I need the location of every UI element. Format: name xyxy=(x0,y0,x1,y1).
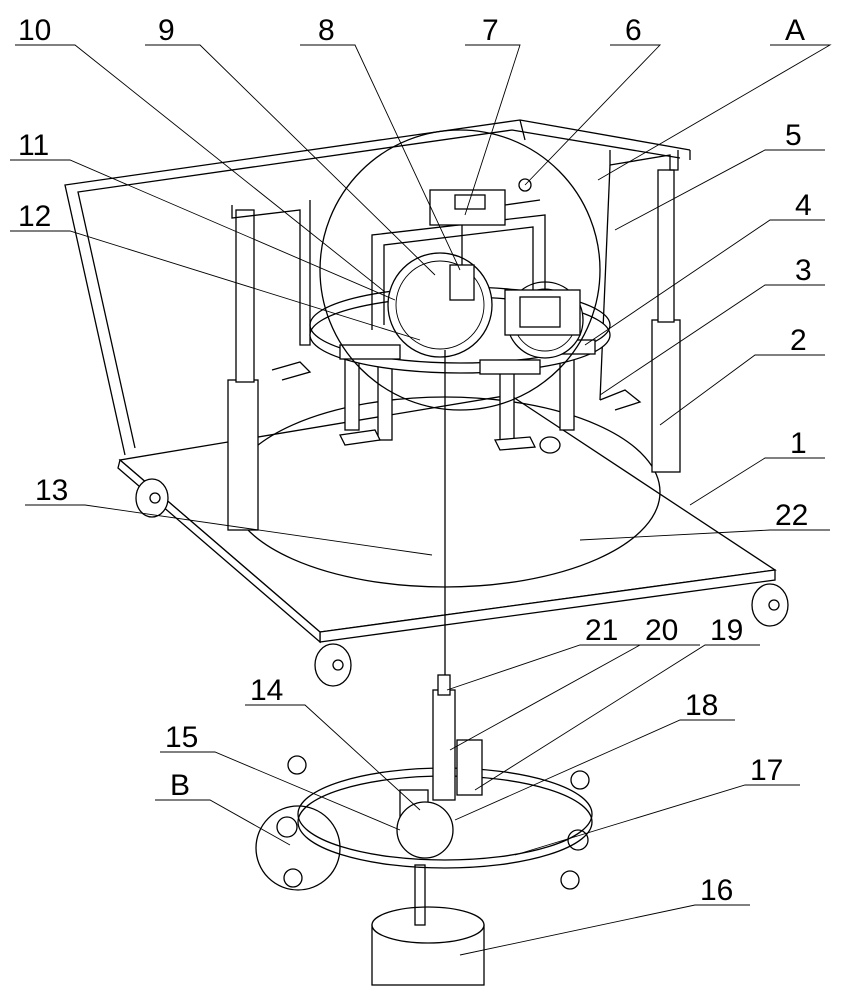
lower-assembly xyxy=(255,674,593,986)
label-2: 2 xyxy=(659,324,825,426)
label-19: 19 xyxy=(474,614,760,791)
back-frame xyxy=(64,119,691,456)
svg-text:7: 7 xyxy=(482,14,499,47)
label-14: 14 xyxy=(245,674,421,811)
label-3: 3 xyxy=(599,254,825,396)
label-17: 17 xyxy=(514,754,800,856)
svg-text:6: 6 xyxy=(625,14,642,47)
label-6: 6 xyxy=(524,14,662,186)
svg-text:14: 14 xyxy=(250,674,283,707)
svg-text:B: B xyxy=(170,769,190,802)
svg-text:12: 12 xyxy=(18,200,51,233)
svg-text:2: 2 xyxy=(790,324,807,357)
svg-text:5: 5 xyxy=(785,119,802,152)
svg-text:17: 17 xyxy=(750,754,783,787)
detail-circle-B xyxy=(255,805,341,891)
label-22: 22 xyxy=(579,499,830,541)
svg-text:21: 21 xyxy=(585,614,618,647)
svg-text:9: 9 xyxy=(158,14,175,47)
caster-wheels xyxy=(135,436,789,687)
label-5: 5 xyxy=(614,119,825,231)
svg-text:11: 11 xyxy=(18,129,49,162)
svg-text:4: 4 xyxy=(795,189,812,222)
label-12: 12 xyxy=(10,200,421,341)
svg-text:19: 19 xyxy=(710,614,743,647)
label-A: A xyxy=(597,14,832,181)
svg-text:A: A xyxy=(785,14,805,47)
posts xyxy=(227,150,681,531)
label-20: 20 xyxy=(449,614,700,751)
label-11: 11 xyxy=(10,129,396,301)
svg-text:10: 10 xyxy=(18,14,51,47)
detail-circle-A xyxy=(319,129,601,411)
label-18: 18 xyxy=(454,689,735,821)
label-9: 9 xyxy=(145,14,436,276)
label-8: 8 xyxy=(300,14,461,271)
label-1: 1 xyxy=(689,427,825,506)
rotating-frame xyxy=(309,129,611,451)
reference-labels: 10 9 8 7 6 A 5 4 3 2 1 22 11 12 13 21 20… xyxy=(10,14,832,956)
svg-text:13: 13 xyxy=(35,474,68,507)
label-4: 4 xyxy=(584,189,825,346)
label-15: 15 xyxy=(160,721,401,831)
label-16: 16 xyxy=(459,874,750,956)
svg-text:18: 18 xyxy=(685,689,718,722)
svg-text:22: 22 xyxy=(775,499,808,532)
svg-text:16: 16 xyxy=(700,874,733,907)
svg-text:3: 3 xyxy=(795,254,812,287)
svg-text:8: 8 xyxy=(318,14,335,47)
label-21: 21 xyxy=(446,614,640,691)
label-7: 7 xyxy=(464,14,521,216)
svg-text:20: 20 xyxy=(645,614,678,647)
svg-text:1: 1 xyxy=(790,427,807,460)
base-platform xyxy=(117,394,777,644)
label-10: 10 xyxy=(15,14,386,293)
label-13: 13 xyxy=(25,474,433,556)
label-B: B xyxy=(155,769,291,846)
svg-text:15: 15 xyxy=(165,721,198,754)
